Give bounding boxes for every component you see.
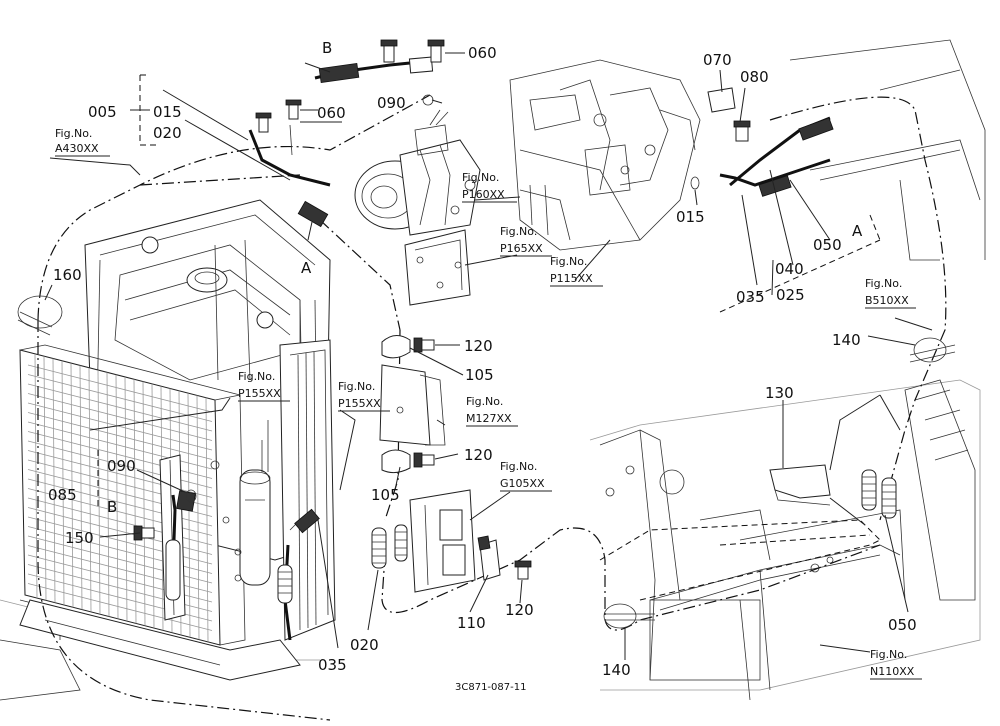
part-label-105: 105 bbox=[465, 366, 494, 384]
figure-reference-underlines bbox=[55, 121, 922, 680]
fig-ref-b510-l2: B510XX bbox=[865, 294, 909, 307]
fig-ref-p115-l1: Fig.No. bbox=[550, 255, 587, 268]
fig-ref-p155b-l1: Fig.No. bbox=[338, 380, 375, 393]
fig-ref-p155a-l2: P155XX bbox=[238, 387, 281, 400]
part-label-040: 040 bbox=[775, 260, 804, 278]
fig-ref-a430-l1: Fig.No. bbox=[55, 127, 92, 140]
fig-ref-n110-l2: N110XX bbox=[870, 665, 915, 678]
clamp-plate-g105 bbox=[409, 489, 501, 593]
part-label-025: 025 bbox=[776, 286, 805, 304]
drawing-code: 3C871-087-11 bbox=[455, 682, 526, 693]
chassis-frame-background bbox=[0, 39, 986, 701]
part-130-block bbox=[769, 464, 831, 506]
hose-fittings bbox=[176, 56, 834, 534]
part-label-a: A bbox=[852, 222, 863, 240]
hose-protectors bbox=[165, 469, 897, 604]
fig-ref-m127-l1: Fig.No. bbox=[466, 395, 503, 408]
part-label-140: 140 bbox=[832, 331, 861, 349]
fig-ref-p160-l2: P160XX bbox=[462, 188, 505, 201]
fig-ref-p165-l2: P165XX bbox=[500, 242, 543, 255]
fig-ref-m127-l2: M127XX bbox=[466, 412, 512, 425]
fig-ref-a430-l2: A430XX bbox=[55, 142, 99, 155]
part-label-090: 090 bbox=[377, 94, 406, 112]
part-label-a: A bbox=[301, 259, 312, 277]
part-label-085: 085 bbox=[48, 486, 77, 504]
part-number-labels: 005 015 020 B 060 060 090 A 160 070 080 … bbox=[48, 39, 917, 679]
fig-ref-b510-l1: Fig.No. bbox=[865, 277, 902, 290]
fig-ref-p155a-l1: Fig.No. bbox=[238, 370, 275, 383]
part-label-140: 140 bbox=[602, 661, 631, 679]
part-label-120: 120 bbox=[464, 337, 493, 355]
cable-ties bbox=[17, 295, 956, 629]
callout-boundaries bbox=[97, 74, 881, 510]
part-label-b: B bbox=[107, 498, 117, 516]
part-label-060: 060 bbox=[317, 104, 346, 122]
part-label-020: 020 bbox=[350, 636, 379, 654]
part-label-035: 035 bbox=[318, 656, 347, 674]
part-label-090: 090 bbox=[107, 457, 136, 475]
radiator-frame-assembly bbox=[19, 199, 336, 681]
figure-references: Fig.No. A430XX Fig.No. P160XX Fig.No. P1… bbox=[55, 127, 915, 678]
part-label-120: 120 bbox=[464, 446, 493, 464]
bracket-p165 bbox=[404, 229, 471, 306]
fig-ref-g105-l1: Fig.No. bbox=[500, 460, 537, 473]
leader-lines bbox=[44, 52, 933, 660]
part-label-020: 020 bbox=[153, 124, 182, 142]
part-label-015: 015 bbox=[153, 103, 182, 121]
part-label-b: B bbox=[322, 39, 332, 57]
fig-ref-n110-l1: Fig.No. bbox=[870, 648, 907, 661]
part-label-120: 120 bbox=[505, 601, 534, 619]
part-label-080: 080 bbox=[740, 68, 769, 86]
part-label-035: 035 bbox=[736, 288, 765, 306]
part-label-160: 160 bbox=[53, 266, 82, 284]
compressor bbox=[354, 109, 481, 236]
assembly-boundary-lines bbox=[37, 94, 947, 721]
part-label-050: 050 bbox=[813, 236, 842, 254]
fig-ref-p155b-l2: P155XX bbox=[338, 397, 381, 410]
engine-block-p115 bbox=[509, 59, 701, 251]
part-label-050: 050 bbox=[888, 616, 917, 634]
fig-ref-p115-l2: P115XX bbox=[550, 272, 593, 285]
part-label-060: 060 bbox=[468, 44, 497, 62]
bolts-and-fasteners bbox=[133, 39, 751, 580]
part-label-110: 110 bbox=[457, 614, 486, 632]
part-label-005: 005 bbox=[88, 103, 117, 121]
part-label-070: 070 bbox=[703, 51, 732, 69]
part-label-150: 150 bbox=[65, 529, 94, 547]
part-label-015: 015 bbox=[676, 208, 705, 226]
fig-ref-p160-l1: Fig.No. bbox=[462, 171, 499, 184]
hose-clamps bbox=[379, 335, 446, 474]
fig-ref-p165-l1: Fig.No. bbox=[500, 225, 537, 238]
part-label-105: 105 bbox=[371, 486, 400, 504]
part-label-130: 130 bbox=[765, 384, 794, 402]
fig-ref-g105-l2: G105XX bbox=[500, 477, 545, 490]
